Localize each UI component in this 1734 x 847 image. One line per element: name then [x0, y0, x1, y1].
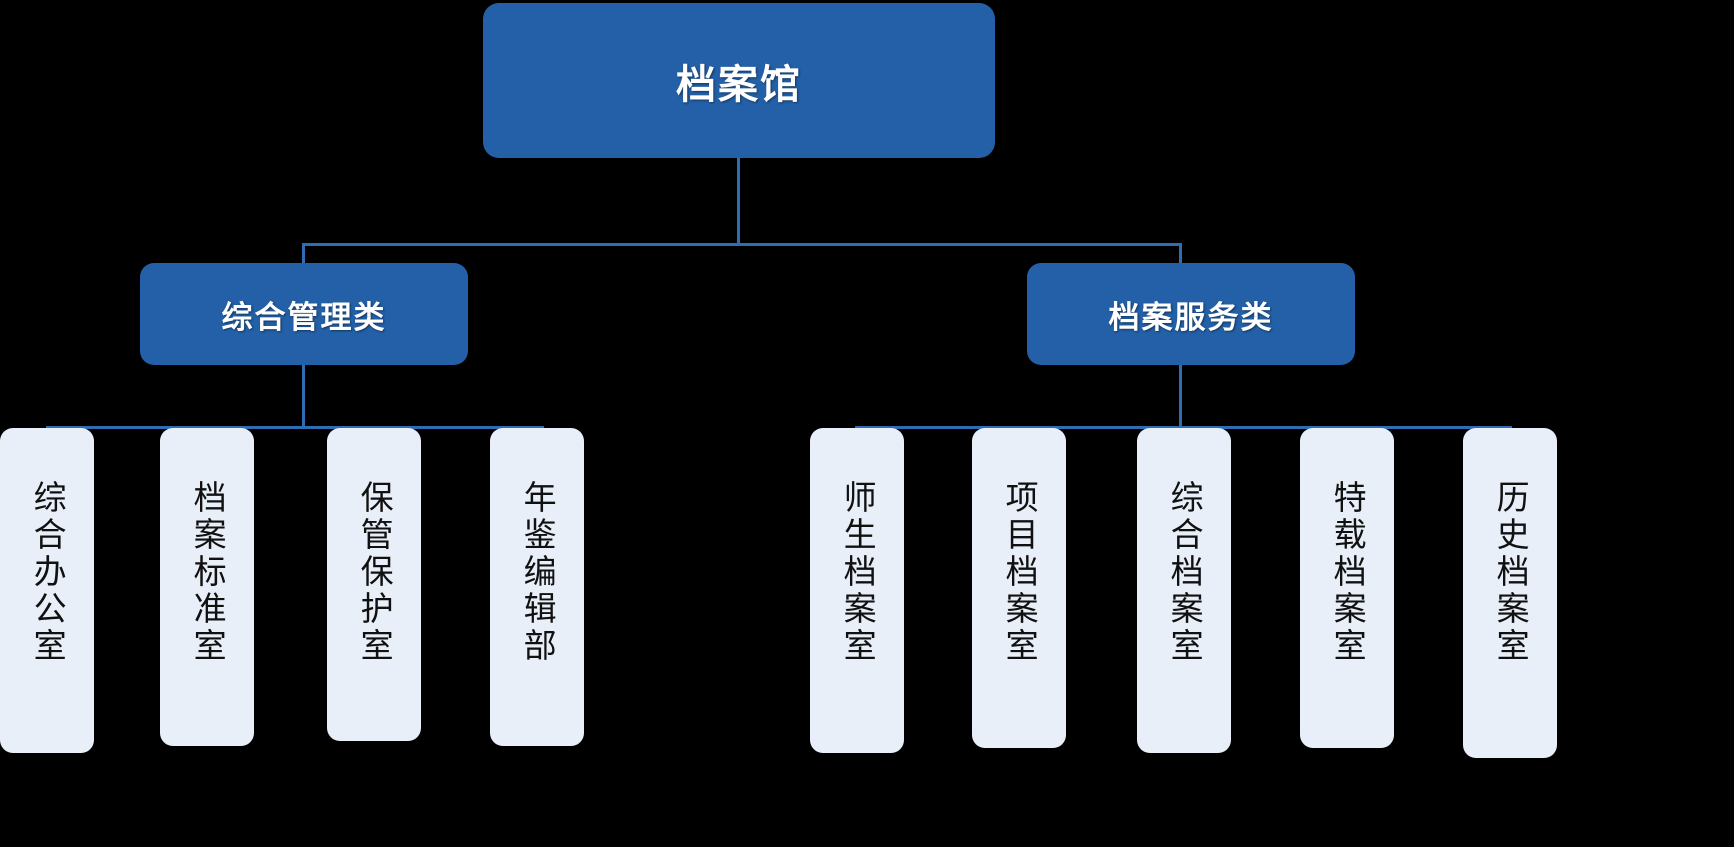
node-leaf-label: 年鉴编辑部 — [519, 480, 557, 665]
node-leaf-label: 综合办公室 — [29, 480, 67, 665]
node-leaf-general-office[interactable]: 综合办公室 — [0, 428, 94, 753]
node-branch-label: 档案服务类 — [1108, 299, 1274, 335]
node-leaf-historical-archives[interactable]: 历史档案室 — [1463, 428, 1557, 758]
node-leaf-storage-protection[interactable]: 保管保护室 — [327, 428, 421, 741]
node-leaf-faculty-student-archives[interactable]: 师生档案室 — [810, 428, 904, 753]
node-branch-label: 综合管理类 — [221, 299, 387, 335]
node-leaf-label: 综合档案室 — [1166, 480, 1204, 665]
node-leaf-label: 师生档案室 — [839, 480, 877, 665]
connector-branch1-drop — [302, 243, 305, 265]
connector-branch1-bus — [46, 426, 544, 429]
node-branch-comprehensive-management[interactable]: 综合管理类 — [140, 263, 468, 365]
node-leaf-label: 项目档案室 — [1001, 480, 1039, 665]
node-branch-archive-services[interactable]: 档案服务类 — [1027, 263, 1355, 365]
node-leaf-special-archives[interactable]: 特载档案室 — [1300, 428, 1394, 748]
node-leaf-label: 保管保护室 — [356, 480, 394, 665]
connector-level1-bus — [302, 243, 1182, 246]
node-root-archives[interactable]: 档案馆 — [483, 3, 995, 158]
node-root-label: 档案馆 — [676, 62, 802, 107]
node-leaf-archive-standards[interactable]: 档案标准室 — [160, 428, 254, 746]
connector-branch2-drop — [1179, 243, 1182, 265]
connector-root-drop — [737, 158, 740, 244]
node-leaf-label: 历史档案室 — [1492, 480, 1530, 665]
node-leaf-comprehensive-archives[interactable]: 综合档案室 — [1137, 428, 1231, 753]
connector-branch2-stem — [1179, 365, 1182, 428]
connector-branch1-stem — [302, 365, 305, 428]
node-leaf-project-archives[interactable]: 项目档案室 — [972, 428, 1066, 748]
node-leaf-yearbook-editorial[interactable]: 年鉴编辑部 — [490, 428, 584, 746]
node-leaf-label: 特载档案室 — [1329, 480, 1367, 665]
node-leaf-label: 档案标准室 — [189, 480, 227, 665]
